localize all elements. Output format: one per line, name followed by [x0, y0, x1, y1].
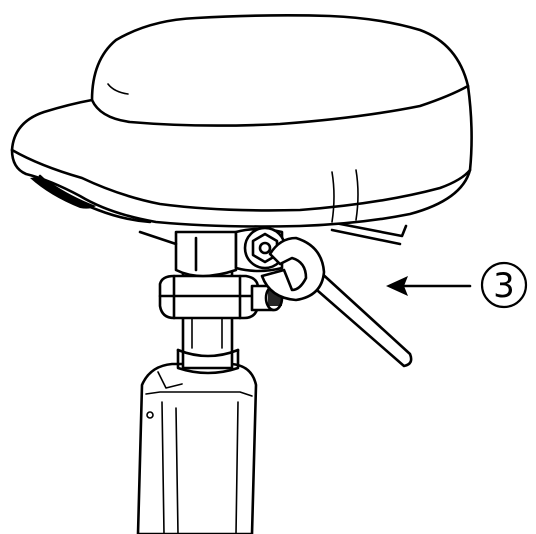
- quick-release-clamp: [158, 274, 284, 320]
- frame-tube: [136, 362, 258, 534]
- step-number-badge: 3: [480, 261, 528, 309]
- step-number-label: 3: [493, 266, 515, 306]
- arrow: [386, 276, 472, 296]
- wrench: [260, 236, 413, 368]
- saddle: [10, 14, 473, 228]
